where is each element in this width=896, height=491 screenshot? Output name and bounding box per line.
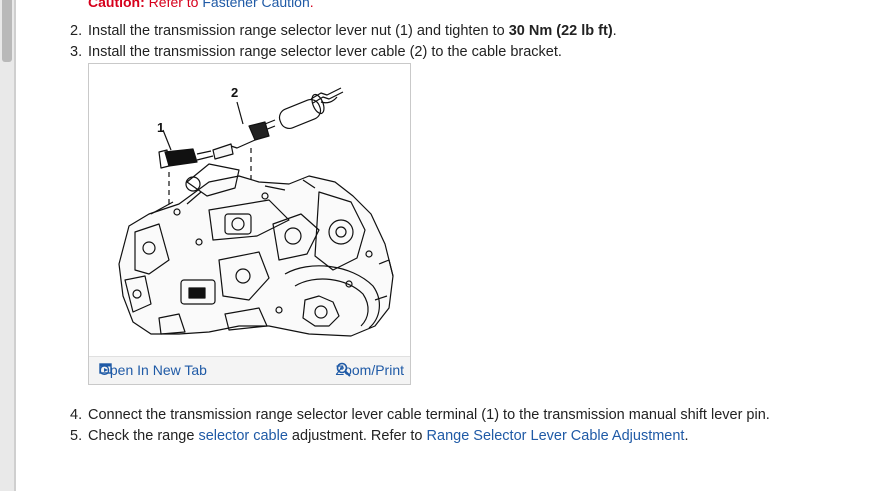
magnifier-icon: [336, 362, 351, 377]
zoom-print-button[interactable]: Zoom/Print: [336, 362, 404, 378]
step-number: 4.: [70, 407, 83, 423]
step-text: Install the transmission range selector …: [88, 44, 562, 60]
step-4: 4. Connect the transmission range selecto…: [70, 406, 770, 424]
step-text-mid: adjustment. Refer to: [287, 428, 427, 444]
step-number: 5.: [70, 428, 83, 444]
step-text-end: .: [684, 428, 689, 444]
callout-1: 1: [157, 120, 164, 135]
scrollbar-track[interactable]: [0, 0, 16, 491]
callout-2: 2: [231, 85, 238, 100]
step-text: Check the range: [88, 428, 199, 444]
open-in-new-tab-button[interactable]: Open In New Tab: [99, 362, 207, 378]
step-text: Connect the transmission range selector …: [88, 407, 770, 423]
transmission-illustration: 1 2: [118, 85, 394, 337]
fastener-caution-link[interactable]: Fastener Caution: [202, 0, 310, 10]
caution-end: .: [309, 0, 314, 10]
scrollbar-thumb[interactable]: [2, 0, 12, 62]
step-3: 3. Install the transmission range selecto…: [70, 43, 562, 61]
torque-value: 30 Nm (22 lb ft): [508, 23, 613, 39]
caution-text: Refer to: [144, 0, 203, 10]
step-5: 5. Check the range selector cable adjustm…: [70, 427, 689, 445]
step-text-end: .: [612, 23, 617, 39]
range-selector-adjustment-link[interactable]: Range Selector Lever Cable Adjustment: [426, 428, 685, 444]
open-in-new-tab-label: Open In New Tab: [99, 362, 207, 378]
step-number: 2.: [70, 23, 83, 39]
step-2: 2. Install the transmission range selecto…: [70, 22, 617, 40]
step-text: Install the transmission range selector …: [88, 23, 509, 39]
procedure-figure: 1 2 Open In New Tab Zoom/Print: [88, 63, 411, 385]
caution-label: Caution:: [88, 0, 145, 10]
figure-toolbar: Open In New Tab Zoom/Print: [89, 356, 410, 384]
caution-note: Caution: Refer to Fastener Caution.: [88, 0, 314, 10]
zoom-print-label: Zoom/Print: [335, 362, 404, 378]
step-number: 3.: [70, 44, 83, 60]
open-new-tab-icon: [99, 363, 112, 374]
selector-cable-link[interactable]: selector cable: [198, 428, 288, 444]
